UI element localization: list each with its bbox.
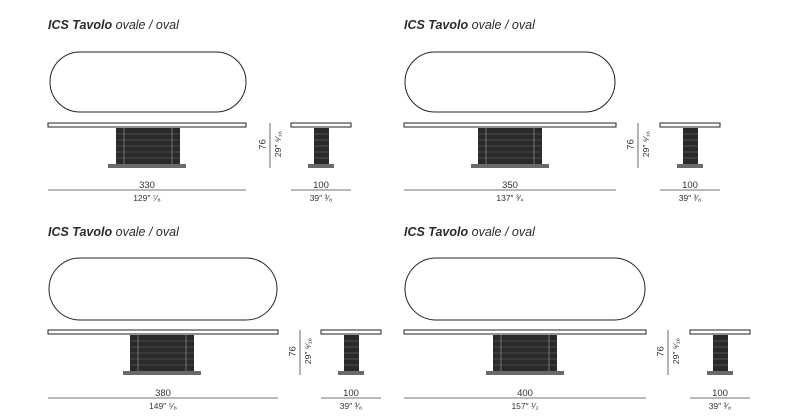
front-base-plate <box>471 164 549 168</box>
front-tabletop <box>47 122 247 128</box>
side-base-plate <box>308 164 334 168</box>
front-tabletop <box>47 329 279 335</box>
width-in: 39″ ³⁄₈ <box>708 401 732 411</box>
top-view-oval <box>49 51 247 113</box>
title-shape: ovale / oval <box>468 18 535 32</box>
top-view-oval <box>404 51 616 113</box>
title-shape: ovale / oval <box>468 225 535 239</box>
length-in: 137″ ³⁄₄ <box>496 193 524 203</box>
side-tabletop <box>290 122 352 128</box>
length-in: 157″ ¹⁄₂ <box>511 401 539 411</box>
title-product: ICS Tavolo <box>404 18 469 32</box>
length-cm: 400 <box>517 388 533 399</box>
front-base-plate <box>486 371 564 375</box>
length-in: 129″ ⁷⁄₈ <box>133 193 161 203</box>
length-in: 149″ ⁵⁄₈ <box>148 401 178 411</box>
length-cm: 380 <box>155 388 171 399</box>
title-shape: ovale / oval <box>112 225 179 239</box>
title-product: ICS Tavolo <box>48 225 113 239</box>
side-base-plate <box>677 164 703 168</box>
width-in: 39″ ³⁄₈ <box>678 193 702 203</box>
side-base-plate <box>707 371 733 375</box>
front-tabletop <box>403 329 647 335</box>
side-base-plate <box>338 371 364 375</box>
top-view-oval <box>404 257 646 321</box>
front-base-plate <box>108 164 186 168</box>
top-view-oval <box>48 257 278 321</box>
title-product: ICS Tavolo <box>404 225 469 239</box>
width-in: 39″ ³⁄₈ <box>339 401 363 411</box>
side-tabletop <box>689 329 751 335</box>
drawing-title: ICS Tavolo ovale / oval <box>48 225 179 239</box>
length-cm: 350 <box>502 180 518 191</box>
drawing-title: ICS Tavolo ovale / oval <box>404 18 535 32</box>
width-cm: 100 <box>712 388 728 399</box>
drawing-title: ICS Tavolo ovale / oval <box>48 18 179 32</box>
height-in: 29″ ⁹⁄₁₆ <box>671 337 681 365</box>
length-cm: 330 <box>139 180 155 191</box>
title-shape: ovale / oval <box>112 18 179 32</box>
drawing-title: ICS Tavolo ovale / oval <box>404 225 535 239</box>
height-cm: 76 <box>655 346 667 357</box>
width-cm: 100 <box>313 180 329 191</box>
front-base-plate <box>123 371 201 375</box>
title-product: ICS Tavolo <box>48 18 113 32</box>
side-tabletop <box>320 329 382 335</box>
side-tabletop <box>659 122 721 128</box>
width-cm: 100 <box>682 180 698 191</box>
width-in: 39″ ³⁄₈ <box>309 193 333 203</box>
width-cm: 100 <box>343 388 359 399</box>
front-tabletop <box>403 122 617 128</box>
